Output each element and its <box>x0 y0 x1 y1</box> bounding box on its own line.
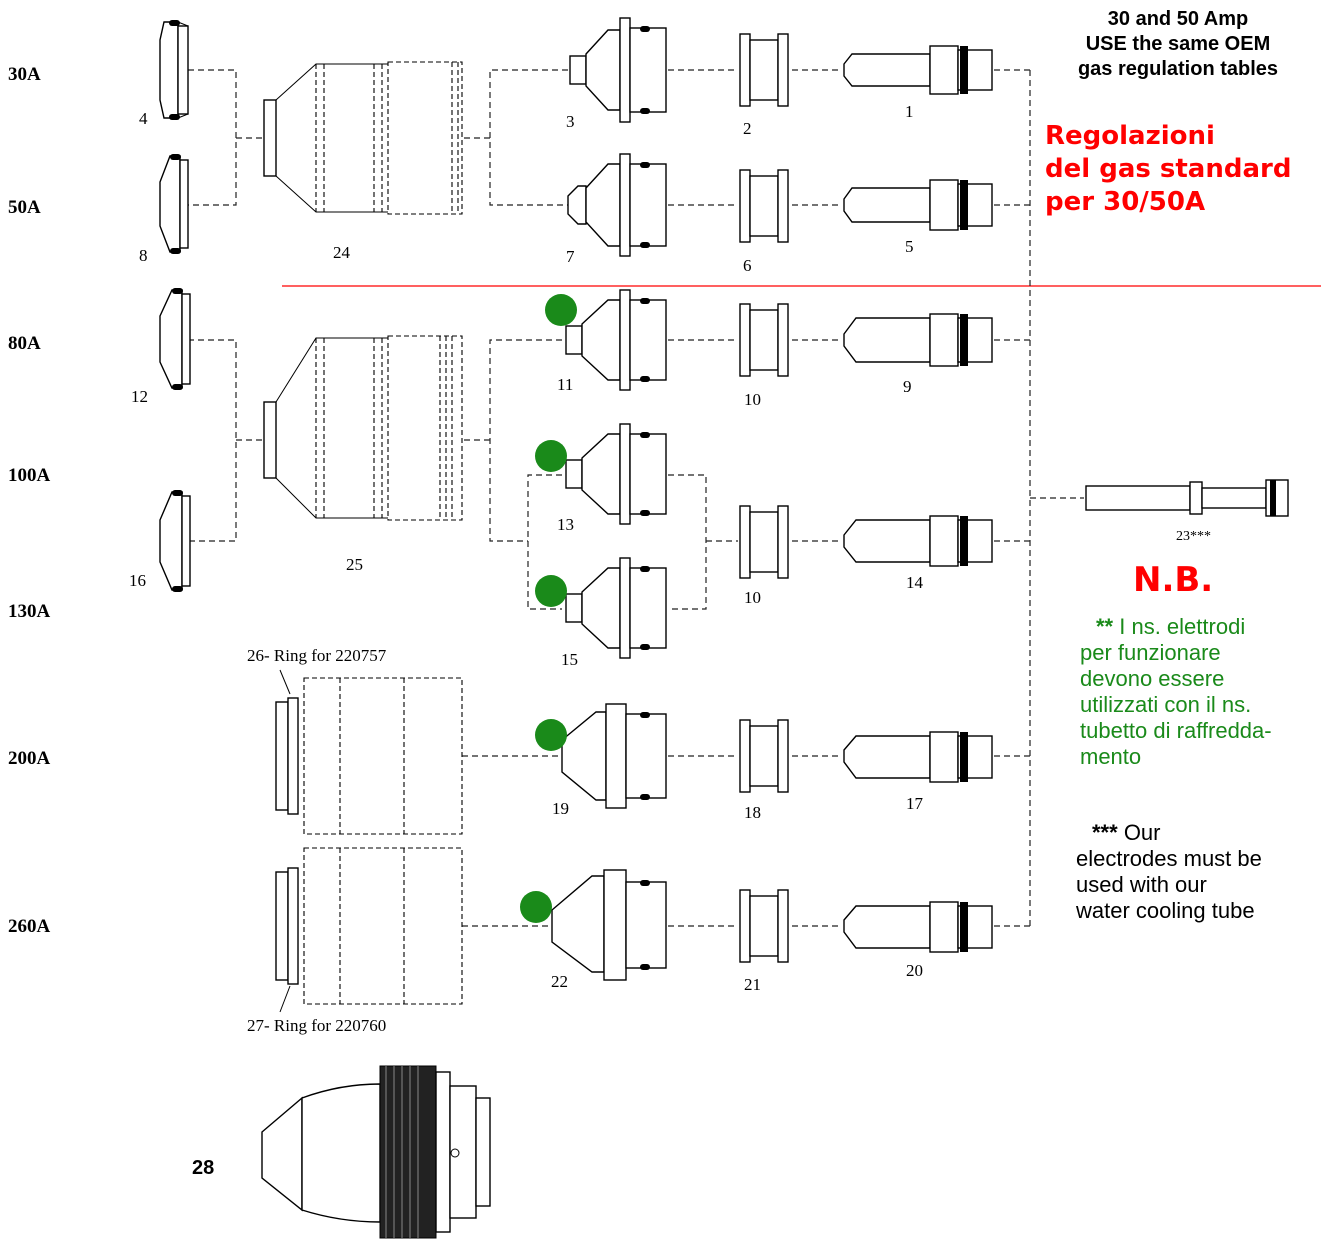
ring-27-leader <box>280 986 290 1012</box>
black-note-stars: *** <box>1092 820 1118 845</box>
cap-260a <box>276 848 462 1004</box>
italian-gas-note: Regolazioni del gas standard per 30/50A <box>1045 120 1317 219</box>
nozzle-22 <box>552 870 666 980</box>
part-label-2: 2 <box>743 119 752 138</box>
nozzle-3 <box>570 18 666 122</box>
part-label-3: 3 <box>566 112 575 131</box>
part-label-16: 16 <box>129 571 146 590</box>
swirl-ring-21 <box>740 890 788 962</box>
electrode-20 <box>844 902 992 952</box>
ring-26-label: 26- Ring for 220757 <box>247 646 387 665</box>
black-note-line4: water cooling tube <box>1076 898 1316 924</box>
part-label-20: 20 <box>906 961 923 980</box>
part-label-7: 7 <box>566 247 575 266</box>
english-electrode-note: *** Our electrodes must be used with our… <box>1076 820 1316 924</box>
oem-note: 30 and 50 Amp USE the same OEM gas regul… <box>1040 7 1316 82</box>
amp-130a-label: 130A <box>8 601 51 622</box>
black-note-line3: used with our <box>1076 872 1316 898</box>
green-note-line5: tubetto di raffredda- <box>1080 718 1316 744</box>
nozzle-11 <box>566 290 666 390</box>
part-label-23: 23*** <box>1176 529 1211 544</box>
italian-gas-note-line1: Regolazioni <box>1045 120 1317 153</box>
part-label-12: 12 <box>131 387 148 406</box>
indicator-dot-13 <box>535 440 567 472</box>
part-label-1: 1 <box>905 102 914 121</box>
nozzle-19 <box>562 704 666 808</box>
part-label-24: 24 <box>333 243 351 262</box>
part-label-6: 6 <box>743 256 752 275</box>
part-28-drawing <box>262 1066 490 1238</box>
cooling-tube-23 <box>1086 480 1288 516</box>
part-label-25: 25 <box>346 555 363 574</box>
oem-note-line1: 30 and 50 Amp <box>1040 7 1316 32</box>
electrode-14 <box>844 516 992 566</box>
part-label-14: 14 <box>906 573 924 592</box>
part-label-10b: 10 <box>744 588 761 607</box>
green-note-stars: ** <box>1096 614 1113 639</box>
electrode-9 <box>844 314 992 366</box>
indicator-dot-11 <box>545 294 577 326</box>
swirl-ring-2 <box>740 34 788 106</box>
indicator-dot-22 <box>520 891 552 923</box>
italian-gas-note-line2: del gas standard <box>1045 153 1317 186</box>
amp-200a-label: 200A <box>8 748 51 769</box>
swirl-ring-10b <box>740 506 788 578</box>
amp-100a-label: 100A <box>8 465 51 486</box>
italian-electrode-note: ** I ns. elettrodi per funzionare devono… <box>1080 614 1316 770</box>
retaining-cap-24 <box>264 62 462 214</box>
oem-note-line3: gas regulation tables <box>1040 57 1316 82</box>
swirl-ring-10a <box>740 304 788 376</box>
nozzle-13 <box>566 424 666 524</box>
ring-27-label: 27- Ring for 220760 <box>247 1016 386 1035</box>
amp-260a-label: 260A <box>8 916 51 937</box>
nb-heading: N.B. <box>1133 560 1213 600</box>
shield-16 <box>160 490 190 592</box>
green-note-line2: per funzionare <box>1080 640 1316 666</box>
part-label-4: 4 <box>139 109 148 128</box>
part-label-28: 28 <box>192 1157 214 1179</box>
oem-note-line2: USE the same OEM <box>1040 32 1316 57</box>
black-note-line2: electrodes must be <box>1076 846 1316 872</box>
part-label-18: 18 <box>744 803 761 822</box>
nozzle-7 <box>568 154 666 256</box>
part-label-15: 15 <box>561 650 578 669</box>
indicator-dot-19 <box>535 719 567 751</box>
green-note-line4: utilizzati con il ns. <box>1080 692 1316 718</box>
green-note-line6: mento <box>1080 744 1316 770</box>
part-label-22: 22 <box>551 972 568 991</box>
black-note-line1: Our <box>1124 820 1161 845</box>
shield-4 <box>160 20 188 120</box>
green-note-line3: devono essere <box>1080 666 1316 692</box>
amp-80a-label: 80A <box>8 333 41 354</box>
amp-50a-label: 50A <box>8 197 41 218</box>
retaining-cap-25 <box>264 336 462 520</box>
part-label-13: 13 <box>557 515 574 534</box>
part-label-8: 8 <box>139 246 148 265</box>
electrode-5 <box>844 180 992 230</box>
part-label-21: 21 <box>744 975 761 994</box>
shield-12 <box>160 288 190 390</box>
swirl-ring-6 <box>740 170 788 242</box>
italian-gas-note-line3: per 30/50A <box>1045 186 1317 219</box>
electrode-1 <box>844 46 992 94</box>
cap-200a <box>276 678 462 834</box>
shield-8 <box>160 154 188 254</box>
ring-26-leader <box>280 670 290 694</box>
indicator-dot-15 <box>535 575 567 607</box>
electrode-17 <box>844 732 992 782</box>
part-label-19: 19 <box>552 799 569 818</box>
swirl-ring-18 <box>740 720 788 792</box>
nozzle-15 <box>566 558 666 658</box>
part-label-17: 17 <box>906 794 924 813</box>
amp-30a-label: 30A <box>8 64 41 85</box>
part-label-9: 9 <box>903 377 912 396</box>
green-note-line1: I ns. elettrodi <box>1119 614 1245 639</box>
part-label-11: 11 <box>557 375 573 394</box>
part-label-5: 5 <box>905 237 914 256</box>
part-label-10a: 10 <box>744 390 761 409</box>
